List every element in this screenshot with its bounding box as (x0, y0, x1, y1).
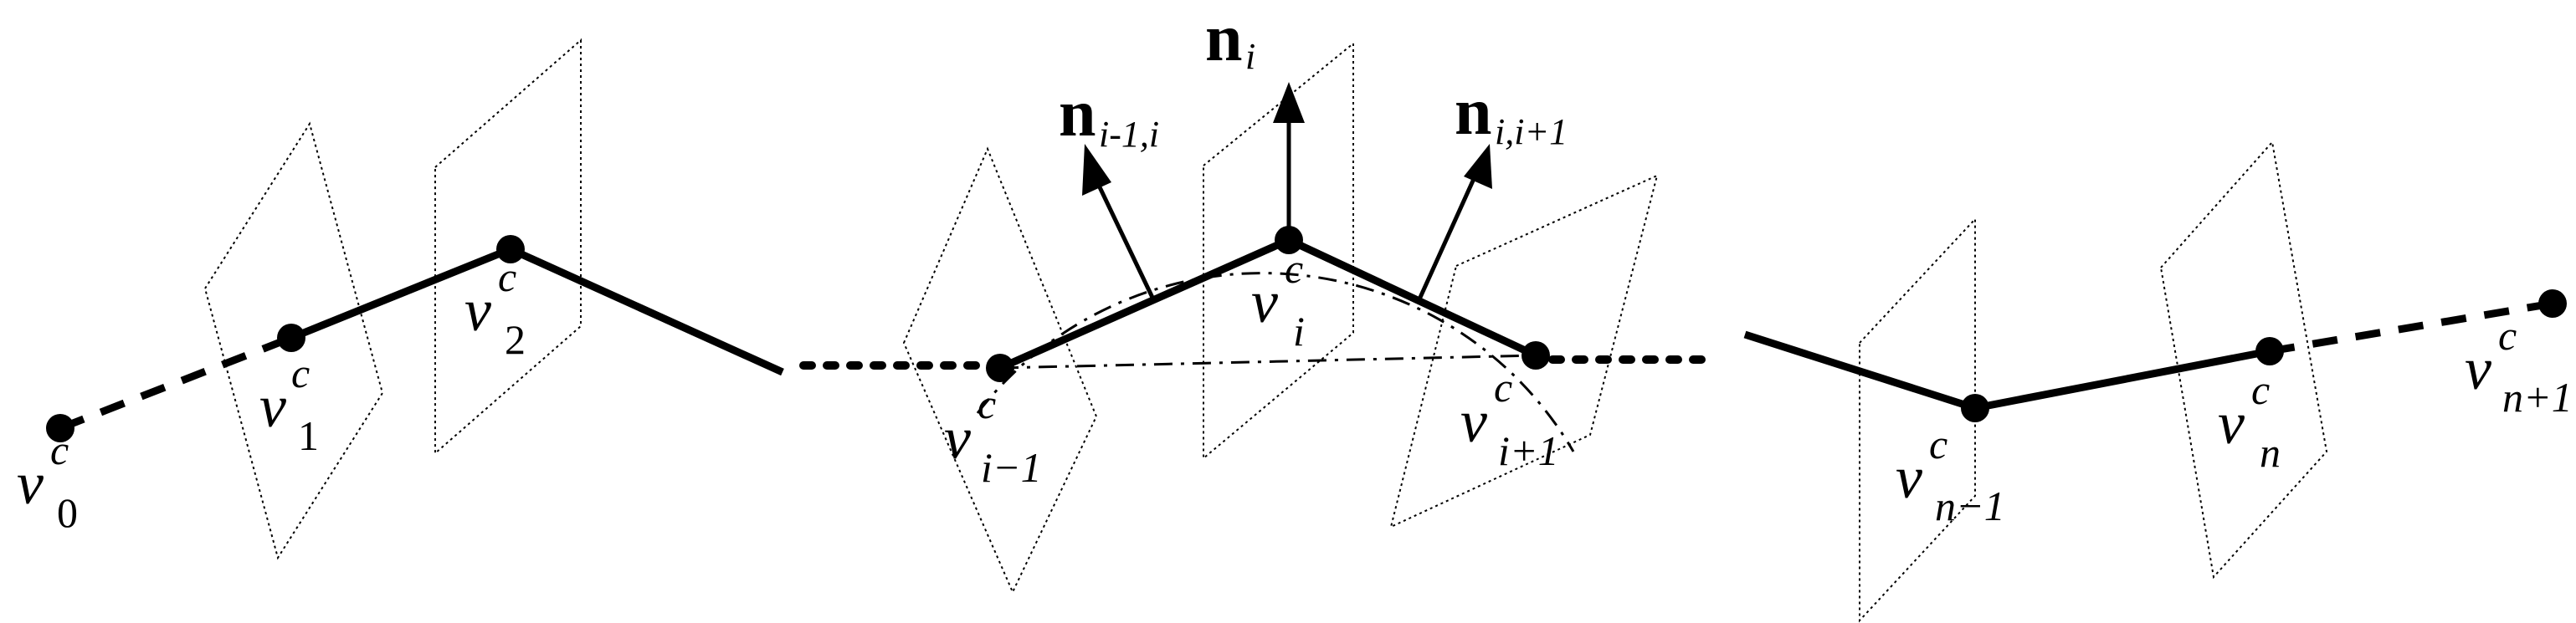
edge-v2-out (509, 245, 784, 376)
label-vnp1: v c n+1 (2465, 312, 2573, 421)
svg-text:c: c (50, 426, 69, 473)
edge-vn-vnp1 (2269, 299, 2553, 355)
normal-i-arrowhead (1273, 82, 1305, 123)
normal-next-shaft (1416, 170, 1480, 303)
normal-prev-shaft (1090, 170, 1157, 304)
svg-text:v: v (1251, 268, 1278, 335)
svg-text:n−1: n−1 (1935, 483, 2005, 529)
vertex-point-vim1 (986, 354, 1014, 382)
plane-vim1 (902, 146, 1098, 595)
svg-text:v: v (17, 450, 44, 517)
edge-vim1-vi (998, 236, 1291, 372)
plane-v2 (434, 38, 582, 456)
svg-text:i: i (1245, 36, 1255, 77)
edge-vnm1-vn (1974, 347, 2271, 412)
label-normal-i: n i (1205, 2, 1255, 77)
vertex-point-v2 (496, 235, 525, 263)
edge-in-vnm1 (1743, 330, 1977, 412)
label-vi: v c i (1251, 245, 1305, 355)
edge-v1-v2 (290, 245, 512, 342)
svg-text:c: c (2251, 366, 2270, 413)
svg-text:n: n (1059, 77, 1096, 151)
vertex-point-v0 (46, 414, 74, 442)
label-vip1: v c i+1 (1460, 364, 1559, 474)
svg-text:v: v (1896, 444, 1922, 511)
vertex-point-vn (2255, 337, 2284, 365)
svg-text:c: c (1494, 364, 1512, 411)
svg-text:v: v (1460, 388, 1487, 455)
svg-text:i: i (1293, 308, 1305, 355)
vertex-point-vi (1275, 226, 1303, 254)
normal-prev-arrowhead (1082, 144, 1111, 196)
svg-text:v: v (259, 373, 286, 440)
plane-vip1 (1389, 174, 1659, 529)
svg-text:c: c (1929, 421, 1947, 467)
svg-text:n: n (2260, 429, 2281, 476)
svg-text:c: c (498, 253, 516, 300)
label-v2: v c 2 (464, 253, 526, 363)
label-v1: v c 1 (259, 350, 319, 459)
svg-text:c: c (1285, 245, 1303, 292)
svg-text:n+1: n+1 (2502, 374, 2573, 421)
svg-text:i,i+1: i,i+1 (1495, 111, 1568, 152)
label-v0: v c 0 (17, 426, 78, 536)
svg-text:1: 1 (298, 412, 319, 459)
svg-text:v: v (464, 277, 491, 344)
plane-vn (2159, 140, 2328, 580)
chord-line (999, 354, 1537, 370)
svg-text:n: n (1205, 2, 1243, 75)
vertex-point-vnm1 (1961, 394, 1989, 422)
svg-text:n: n (1455, 75, 1492, 149)
normal-next-arrowhead (1464, 144, 1492, 189)
edge-vi-vip1 (1287, 236, 1537, 360)
svg-text:c: c (2498, 312, 2517, 359)
svg-text:i+1: i+1 (1498, 427, 1559, 474)
vertex-point-vnp1 (2538, 289, 2567, 318)
svg-text:c: c (978, 380, 996, 427)
plane-vnm1 (1859, 217, 1976, 623)
svg-text:2: 2 (505, 316, 526, 363)
svg-text:i-1,i: i-1,i (1099, 114, 1159, 155)
svg-text:0: 0 (57, 489, 78, 536)
svg-text:i−1: i−1 (981, 444, 1042, 491)
edge-v0-v1 (59, 334, 293, 432)
label-vnm1: v c n−1 (1896, 421, 2005, 529)
label-vim1: v c i−1 (944, 380, 1042, 491)
vertex-point-vip1 (1521, 341, 1550, 370)
svg-text:c: c (291, 350, 310, 396)
plane-vi (1203, 41, 1354, 461)
osculating-circle-arc (976, 272, 1575, 452)
label-normal-next: n i,i+1 (1455, 75, 1568, 152)
label-normal-prev: n i-1,i (1059, 77, 1159, 155)
label-vn: v c n (2218, 366, 2281, 476)
vertex-point-v1 (277, 324, 305, 352)
svg-text:v: v (2218, 390, 2245, 457)
plane-v1 (203, 121, 384, 560)
svg-text:v: v (2465, 335, 2491, 402)
svg-text:v: v (944, 405, 971, 472)
